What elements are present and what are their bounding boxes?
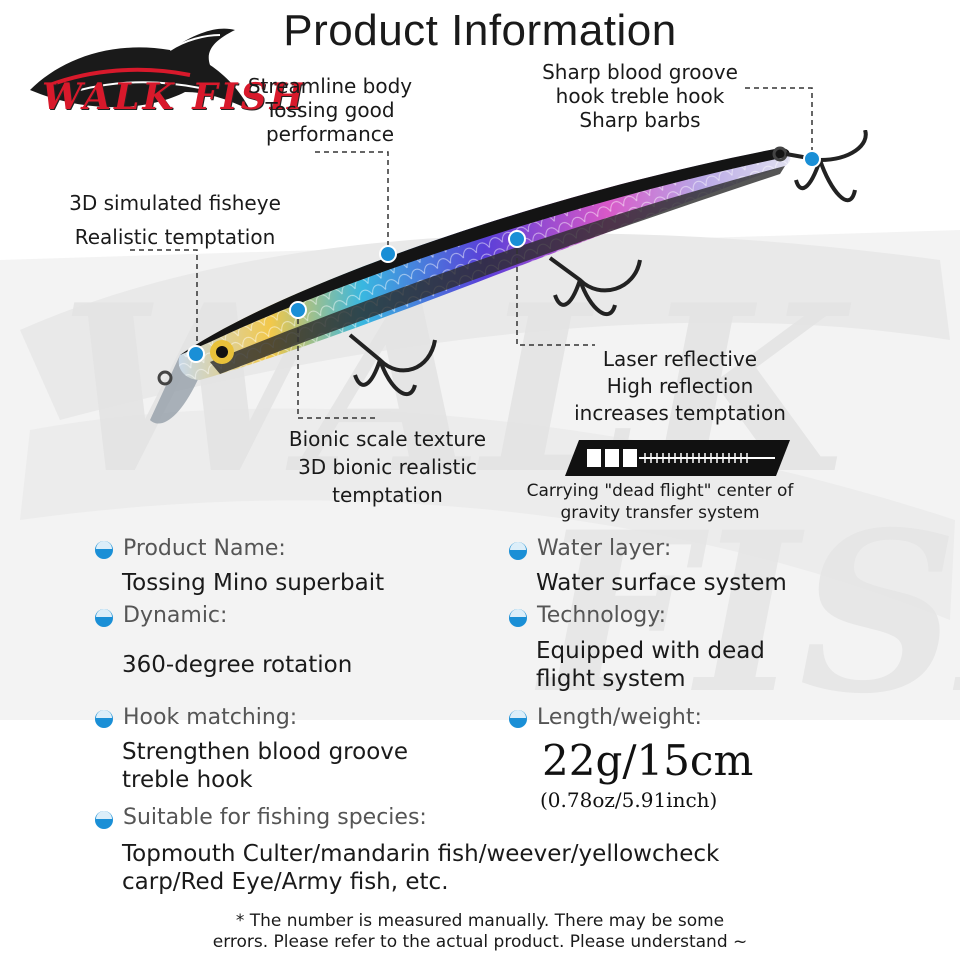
- spec-value-hook-matching: Strengthen blood groove treble hook: [122, 739, 409, 793]
- svg-text:FISH: FISH: [534, 483, 960, 742]
- spec-label-technology: Technology:: [537, 603, 667, 628]
- bullet-icon: [509, 710, 527, 728]
- callout-hook: Sharp blood groove hook treble hook Shar…: [542, 60, 738, 132]
- brand-logo-icon: [30, 28, 250, 110]
- footnote: * The number is measured manually. There…: [212, 911, 748, 952]
- spec-value-dynamic: 360-degree rotation: [122, 652, 353, 678]
- callout-streamline: Streamline body Tossing good performance: [247, 74, 413, 146]
- fishing-lure-icon: [150, 130, 868, 424]
- spec-label-hook-matching: Hook matching:: [123, 705, 298, 730]
- spec-label-product-name: Product Name:: [123, 536, 286, 561]
- dead-flight-system-icon: [565, 440, 790, 476]
- spec-label-length-weight: Length/weight:: [537, 705, 702, 730]
- spec-value-length-weight: 22g/15cm: [542, 736, 754, 785]
- bullet-icon: [95, 541, 113, 559]
- bullet-icon: [95, 710, 113, 728]
- bullet-icon: [509, 542, 527, 560]
- spec-label-species: Suitable for fishing species:: [123, 805, 427, 830]
- page-title: Product Information: [283, 6, 677, 55]
- bullet-icon: [95, 811, 113, 829]
- callout-system: Carrying "dead flight" center of gravity…: [526, 481, 794, 523]
- spec-value-technology: Equipped with dead flight system: [536, 638, 765, 692]
- spec-subvalue-length-weight: (0.78oz/5.91inch): [540, 788, 718, 812]
- treble-hook-icon: [348, 256, 642, 397]
- callout-fisheye: 3D simulated fisheye Realistic temptatio…: [69, 191, 281, 249]
- callout-scale: Bionic scale texture 3D bionic realistic…: [288, 427, 487, 507]
- bullet-icon: [95, 609, 113, 627]
- brand-name: WALK FISH: [42, 76, 307, 118]
- bullet-icon: [509, 609, 527, 627]
- spec-value-water-layer: Water surface system: [536, 570, 787, 596]
- spec-value-species: Topmouth Culter/mandarin fish/weever/yel…: [122, 841, 720, 895]
- spec-label-water-layer: Water layer:: [537, 536, 672, 561]
- spec-label-dynamic: Dynamic:: [123, 603, 228, 628]
- callout-laser: Laser reflective High reflection increas…: [574, 347, 786, 425]
- spec-value-product-name: Tossing Mino superbait: [122, 570, 385, 596]
